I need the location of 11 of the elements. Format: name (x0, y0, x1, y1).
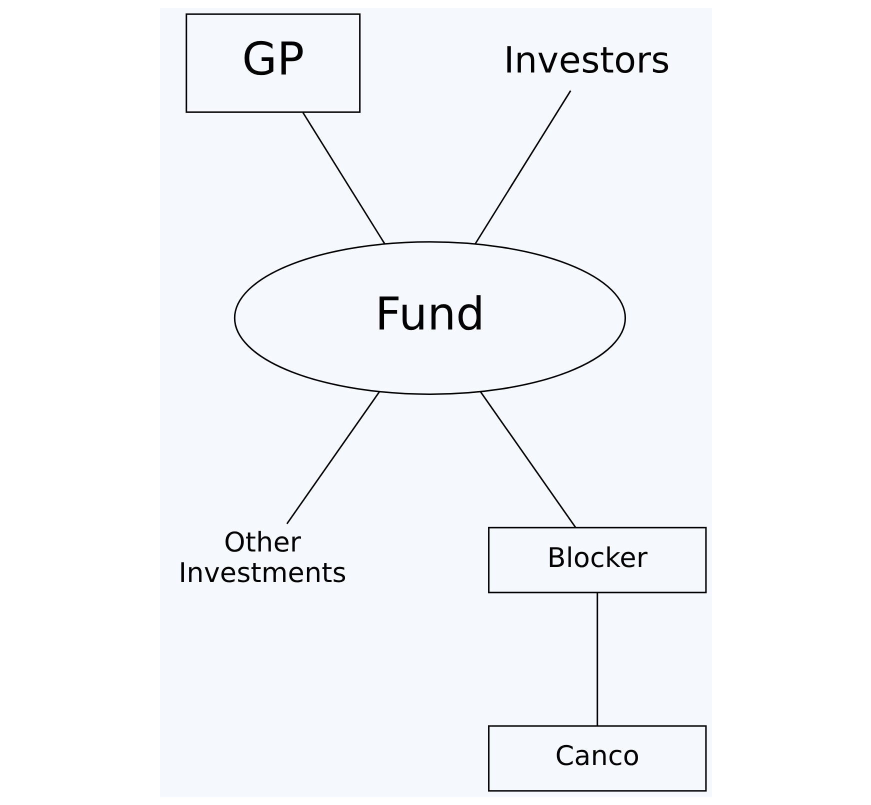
connector (286, 392, 380, 524)
connector (480, 392, 576, 528)
node-text: Other Investments (178, 528, 346, 589)
connector (474, 90, 571, 244)
node-box: GP (185, 13, 360, 113)
node-box: Canco (488, 725, 706, 792)
node-ellipse: Fund (233, 241, 626, 395)
connector (302, 112, 385, 244)
connector (596, 592, 598, 726)
node-box: Blocker (488, 526, 706, 594)
node-text: Investors (503, 38, 670, 82)
